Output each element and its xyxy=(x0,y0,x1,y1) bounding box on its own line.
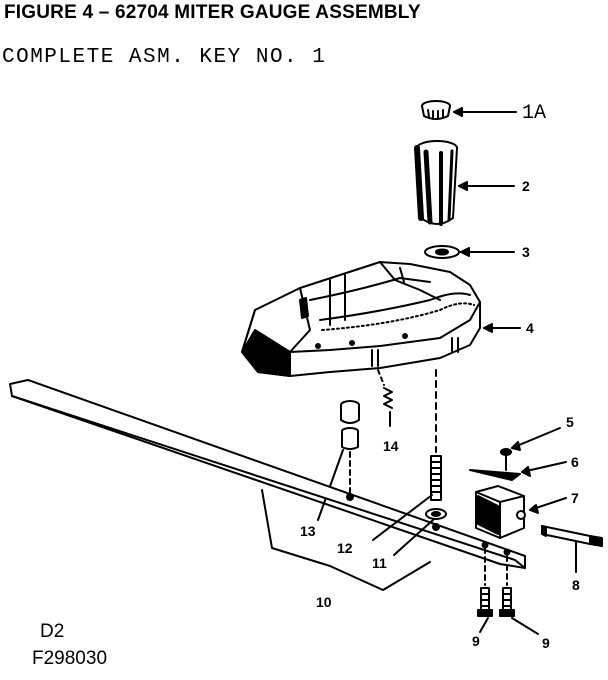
drawing-code-d2: D2 xyxy=(40,621,65,642)
callout-8: 8 xyxy=(572,577,580,593)
callout-4: 4 xyxy=(526,320,534,336)
part-7-stop-block xyxy=(475,485,567,539)
part-13-stud xyxy=(317,400,360,521)
part-4-miter-gauge-body xyxy=(241,261,521,377)
part-11-washer xyxy=(393,508,447,556)
figure-title: FIGURE 4 – 62704 MITER GAUGE ASSEMBLY xyxy=(4,2,421,23)
part-8-pin xyxy=(541,525,603,573)
part-10-guide-bar xyxy=(9,379,526,591)
callout-9-left: 9 xyxy=(472,633,480,649)
callout-2: 2 xyxy=(522,178,530,194)
part-1a-knob-cap xyxy=(421,100,517,120)
part-3-washer xyxy=(424,245,515,259)
callout-3: 3 xyxy=(522,244,530,260)
part-14-spring-plunger xyxy=(377,369,393,427)
callout-7: 7 xyxy=(571,490,579,506)
callout-14: 14 xyxy=(383,438,399,454)
part-6-pointer xyxy=(469,461,567,481)
callout-9-right: 9 xyxy=(542,635,550,651)
assembly-key-label: COMPLETE ASM. KEY NO. 1 xyxy=(2,46,327,69)
callout-11: 11 xyxy=(372,555,387,571)
drawing-code-f: F298030 xyxy=(32,648,108,669)
part-2-handle xyxy=(414,140,515,226)
part-5-screw xyxy=(500,427,561,471)
callout-5: 5 xyxy=(566,414,574,430)
callout-12: 12 xyxy=(337,540,353,556)
part-9-screws xyxy=(477,547,539,635)
part-12-screw xyxy=(372,455,442,541)
callout-13: 13 xyxy=(300,523,316,539)
callout-1a: 1A xyxy=(522,102,546,125)
callout-10: 10 xyxy=(316,594,332,610)
callout-6: 6 xyxy=(571,454,579,470)
